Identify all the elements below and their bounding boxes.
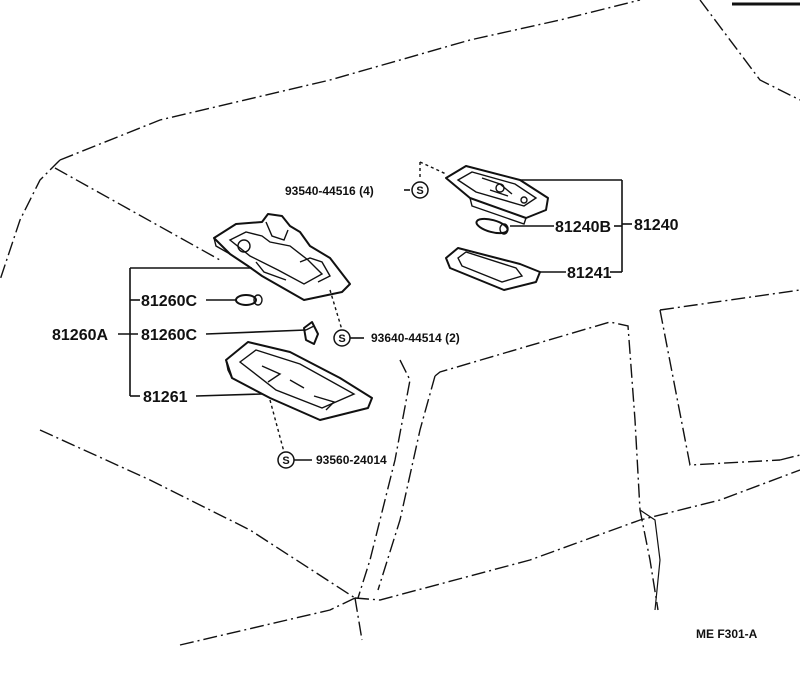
svg-text:S: S (338, 333, 345, 345)
label-81260a: 81260A (52, 327, 108, 344)
bulb-81240b (475, 217, 509, 235)
lens-81261 (225, 341, 373, 421)
diagram-reference-code: ME F301-A (696, 627, 758, 641)
lamp-assembly-81240 (419, 161, 549, 291)
label-81260c-top: 81260C (141, 293, 197, 310)
screw-93560-icon: S (277, 451, 295, 469)
label-81261: 81261 (143, 389, 188, 406)
label-93640-44514: 93640-44514 (2) (371, 331, 460, 345)
vehicle-body-outline (0, 0, 800, 646)
screw-93640-icon: S (333, 329, 351, 347)
lamp-assembly-81260a (213, 213, 373, 453)
lens-81241 (445, 247, 541, 291)
bulb-81260c-mid (303, 321, 319, 345)
leaders-right (404, 179, 632, 273)
label-81241: 81241 (567, 265, 612, 282)
svg-text:S: S (282, 455, 289, 467)
lamp-base (213, 213, 351, 301)
leaders-left (118, 267, 364, 461)
label-81240b: 81240B (555, 219, 611, 236)
label-93560-24014: 93560-24014 (316, 453, 387, 467)
label-81240: 81240 (634, 217, 679, 234)
bulb-81260c-top (235, 294, 263, 306)
svg-text:S: S (416, 185, 423, 197)
label-93540-44516: 93540-44516 (4) (285, 184, 374, 198)
screw-93540-icon: S (411, 181, 429, 199)
label-81260c-mid: 81260C (141, 327, 197, 344)
